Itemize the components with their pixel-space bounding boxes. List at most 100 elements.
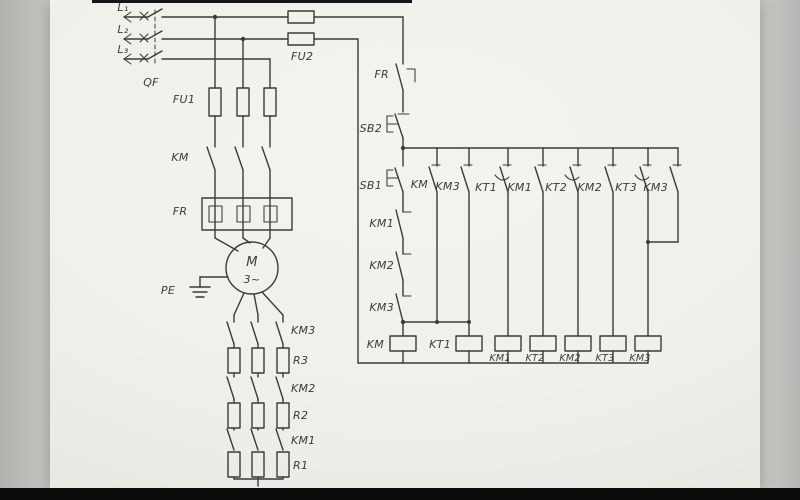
phase-label-l3: L₃ xyxy=(117,43,128,56)
resistor-symbol xyxy=(251,451,265,478)
coil-kt1-label: KT1 xyxy=(429,338,451,351)
motor-phase-label: 3~ xyxy=(244,273,261,286)
resistor-symbol xyxy=(227,451,241,478)
motor-symbol: M 3~ xyxy=(214,237,279,295)
branch-kt3: KT3 KM3 xyxy=(615,147,662,364)
contact-blade xyxy=(395,209,404,239)
contact-blade xyxy=(206,146,216,171)
aux-contact-km3: KM3 xyxy=(435,147,473,323)
resistor-symbol xyxy=(227,347,241,374)
overload-fr-label: FR xyxy=(173,205,188,218)
contact-blade xyxy=(394,113,404,139)
fuse-symbol xyxy=(208,87,222,117)
contact-blade xyxy=(428,166,438,193)
resistor-symbol xyxy=(276,347,290,374)
fuse-fu1-label: FU1 xyxy=(173,93,195,106)
phase-label-l2: L₂ xyxy=(117,23,128,36)
contact-km1-label: KM1 xyxy=(507,181,532,194)
contact-blade xyxy=(395,251,404,281)
coil-km2-label: KM2 xyxy=(559,353,580,364)
photo-top-edge xyxy=(92,0,412,3)
contact-blade xyxy=(604,166,614,193)
coil-symbol xyxy=(564,335,592,352)
coil-symbol xyxy=(455,335,483,352)
fr-contact: FR xyxy=(374,63,416,113)
interlock-km1-label: KM1 xyxy=(369,217,394,230)
coil-km3-label: KM3 xyxy=(629,353,650,364)
interlock-km3-label: KM3 xyxy=(369,301,394,314)
start-button-sb1: SB1 xyxy=(360,147,404,213)
phase-line-l1: L₁ xyxy=(117,1,404,24)
rotor-contact-km2-label: KM2 xyxy=(291,382,316,395)
coil-km1-label: KM1 xyxy=(489,353,510,364)
resistor-symbol xyxy=(251,347,265,374)
phase-label-l1: L₁ xyxy=(117,1,128,14)
stop-button-sb2: SB2 xyxy=(360,113,410,149)
resistor-r3-label: R3 xyxy=(293,354,308,367)
resistor-symbol xyxy=(276,402,290,429)
coil-km-label: KM xyxy=(367,338,385,351)
fr-heater xyxy=(236,205,251,223)
contact-blade xyxy=(460,166,470,193)
contact-blade xyxy=(275,428,284,451)
branch-kt1: KT1 KM1 xyxy=(475,147,522,364)
phase-line-l2: L₂ xyxy=(117,23,359,46)
sb2-label: SB2 xyxy=(360,122,382,135)
contact-blade xyxy=(275,321,284,345)
contact-km2-label: KM2 xyxy=(577,181,602,194)
coil-km: KM xyxy=(367,321,417,364)
contact-blade xyxy=(534,166,544,193)
coil-symbol xyxy=(599,335,627,352)
resistor-r1-label: R1 xyxy=(293,459,308,472)
resistor-symbol xyxy=(251,402,265,429)
branch-kt2: KT2 KM2 xyxy=(545,147,592,364)
interlock-km2-label: KM2 xyxy=(369,259,394,272)
contact-blade xyxy=(250,376,259,400)
overload-fr-box: FR xyxy=(173,169,293,239)
coil-kt3-label: KT3 xyxy=(596,353,615,364)
contact-blade xyxy=(226,321,235,345)
coil-symbol xyxy=(494,335,522,352)
motor-circle xyxy=(225,241,279,295)
pe-label: PE xyxy=(161,284,175,297)
fuse-fu1-group: FU1 xyxy=(173,16,277,117)
resistor-r2-label: R2 xyxy=(293,409,308,422)
fr-heater xyxy=(208,205,223,223)
branch-km3-final: KM3 xyxy=(643,147,682,244)
resistor-symbol xyxy=(227,402,241,429)
coil-symbol xyxy=(529,335,557,352)
contact-blade xyxy=(669,166,679,193)
coil-symbol xyxy=(389,335,417,352)
main-km-contacts: KM xyxy=(171,115,271,171)
timer-delay-arc xyxy=(494,174,510,181)
coil-kt1: KT1 xyxy=(429,321,483,364)
contact-blade xyxy=(395,293,404,323)
seal-km-label: KM xyxy=(411,178,429,191)
contact-blade xyxy=(261,146,271,171)
timer-contact-kt3-label: KT3 xyxy=(615,181,637,194)
sb1-label: SB1 xyxy=(360,179,382,192)
timer-delay-arc xyxy=(634,174,650,181)
contact-blade xyxy=(275,376,284,400)
fuse-symbol xyxy=(263,87,277,117)
photo-bottom-edge xyxy=(0,488,800,500)
coil-kt2-label: KT2 xyxy=(526,353,545,364)
branch-km1: KM1 KT2 xyxy=(507,147,557,364)
control-fuse-fu2-label: FU2 xyxy=(291,50,313,63)
resistor-symbol xyxy=(276,451,290,478)
timer-contact-kt2-label: KT2 xyxy=(545,181,567,194)
control-fuse-b xyxy=(287,32,315,46)
fr-heater xyxy=(263,205,278,223)
contact-blade xyxy=(250,321,259,345)
series-interlocks: KM1 KM2 KM3 xyxy=(369,209,412,323)
paper-sheet xyxy=(50,0,760,490)
contact-blade xyxy=(394,167,404,193)
phase-line-l3: L₃ xyxy=(117,43,271,65)
motor-m-label: M xyxy=(246,255,258,270)
aux-km3-label: KM3 xyxy=(435,180,460,193)
contact-blade xyxy=(395,63,404,91)
contact-blade xyxy=(226,376,235,400)
thermal-hook xyxy=(406,68,416,83)
